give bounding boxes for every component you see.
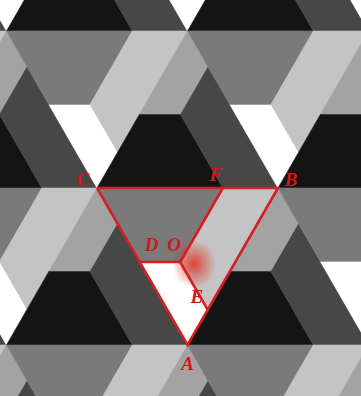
tile (230, 105, 298, 188)
point-label: F (210, 165, 223, 184)
red-segment (180, 262, 208, 310)
point-label: D (145, 235, 159, 254)
tile (188, 0, 314, 31)
tile (271, 0, 361, 31)
point-label: A (181, 354, 194, 373)
point-label: E (190, 286, 203, 305)
point-label: C (77, 170, 90, 189)
point-label: O (167, 235, 181, 254)
point-label: B (285, 170, 298, 189)
tile (321, 0, 361, 31)
tile (321, 31, 361, 114)
red-segment (180, 188, 223, 262)
red-triangle (97, 188, 278, 345)
tile (321, 345, 361, 396)
red-segment (140, 261, 181, 264)
tile (321, 262, 361, 345)
tile (278, 114, 361, 188)
tile (7, 0, 133, 31)
red-segment (97, 188, 278, 345)
tile (278, 188, 361, 262)
